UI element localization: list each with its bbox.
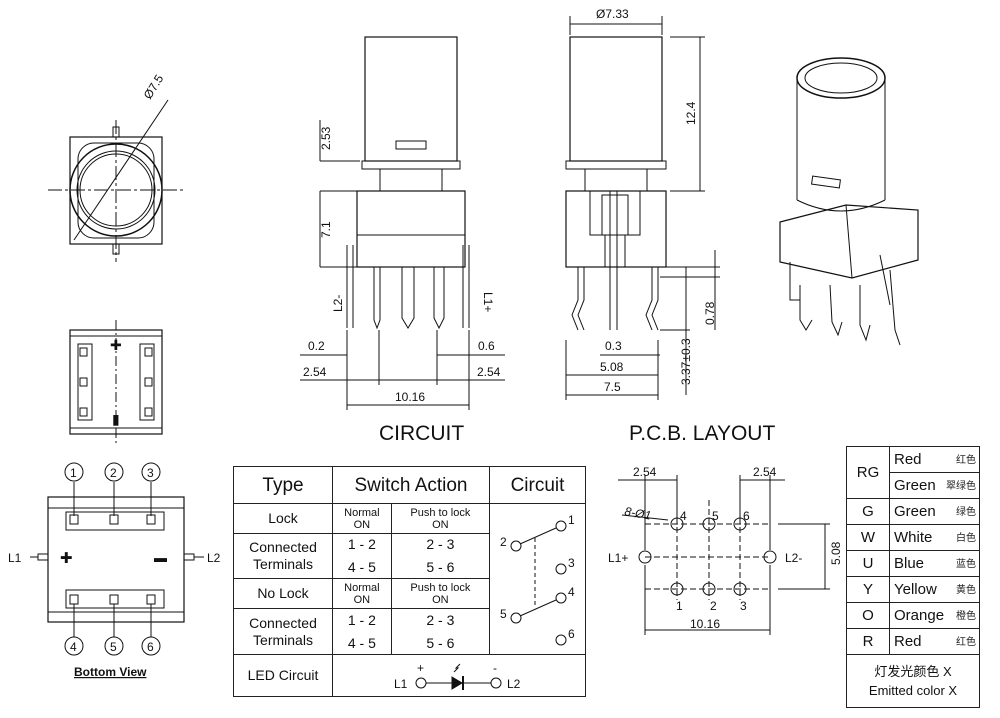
type-lock: Lock [233, 503, 333, 534]
color-code-r: R [846, 628, 890, 655]
lock-normal: Normal ON [332, 503, 392, 534]
circuit-title: CIRCUIT [379, 422, 464, 445]
dim-253: 2.53 [319, 126, 333, 150]
pcb-pin-3: 3 [740, 599, 747, 613]
type-nolock: No Lock [233, 578, 333, 609]
pcb-title: P.C.B. LAYOUT [629, 422, 775, 445]
bv-pin-2: 2 [110, 466, 117, 480]
footer-en: Emitted color X [868, 683, 958, 698]
led-circuit-label: LED Circuit [233, 654, 333, 697]
dim-l2m: L2- [331, 295, 345, 312]
bv-l2: L2 [207, 551, 221, 565]
color-code-w: W [846, 524, 890, 551]
plan-plus: ✚ [110, 337, 122, 353]
nolock-normal: Normal ON [332, 578, 392, 609]
dim-508: 5.08 [600, 360, 624, 374]
pcb-pin-5: 5 [712, 509, 719, 523]
header-circuit: Circuit [489, 466, 586, 504]
dim-71: 7.1 [319, 221, 333, 238]
top-view: Ø7.5 [48, 72, 184, 262]
bottom-plus: ✚ [60, 550, 73, 567]
pcb-pin-6: 6 [743, 509, 750, 523]
dim-02: 0.2 [308, 339, 325, 353]
pcb-508: 5.08 [829, 541, 843, 565]
color-name-w: White 白色 [889, 524, 980, 551]
pcb-8d1: 8-Ø1 [623, 504, 652, 522]
color-name-rg-red: Red 红色 [889, 446, 980, 473]
pcb-254a: 2.54 [633, 465, 657, 479]
header-type: Type [233, 466, 333, 504]
footer-cn: 灯发光颜色 X [874, 664, 952, 679]
pcb-l1: L1+ [608, 551, 628, 565]
pcb-pin-1: 1 [676, 599, 683, 613]
color-name-u: Blue 蓝色 [889, 550, 980, 577]
circuit-cell [489, 503, 586, 655]
emitted-color-footer: 灯发光颜色 X Emitted color X [846, 654, 980, 708]
side-view-front [300, 36, 505, 410]
dim-254b: 2.54 [477, 365, 501, 379]
bv-pin-6: 6 [147, 640, 154, 654]
dim-06: 0.6 [478, 339, 495, 353]
color-name-y: Yellow 黄色 [889, 576, 980, 603]
pcb-1016: 10.16 [690, 617, 720, 631]
color-name-o: Orange 橙色 [889, 602, 980, 629]
color-code-rg: RG [846, 446, 890, 499]
dim-337: 3.37±0.3 [679, 338, 693, 385]
emitted-color-table: RG Red 红色 Green 翠绿色 G Green 绿色 W White 白… [846, 446, 980, 708]
plan-minus: ▮ [112, 411, 120, 427]
color-name-r: Red 红色 [889, 628, 980, 655]
pcb-pin-2: 2 [710, 599, 717, 613]
lock-push: Push to lock ON [390, 503, 491, 534]
dim-75: 7.5 [604, 380, 621, 394]
dim-d75: Ø7.5 [141, 72, 167, 102]
side-view-section [565, 16, 720, 400]
bottom-view [30, 462, 204, 656]
color-code-u: U [846, 550, 890, 577]
dim-1016: 10.16 [395, 390, 425, 404]
isometric-view [779, 57, 919, 346]
color-code-o: O [846, 602, 890, 629]
pcb-layout [618, 475, 830, 635]
bv-pin-4: 4 [70, 640, 77, 654]
bv-l1: L1 [8, 551, 22, 565]
connected-terminals-1: Connected Terminals [233, 533, 333, 579]
pcb-pin-4: 4 [680, 509, 687, 523]
dim-254a: 2.54 [303, 365, 327, 379]
bottom-minus: ▬ [154, 550, 167, 565]
header-switch-action: Switch Action [332, 466, 490, 504]
bv-pin-1: 1 [70, 466, 77, 480]
connected-terminals-2: Connected Terminals [233, 608, 333, 655]
switch-action-table: Type Switch Action Circuit Lock Normal O… [233, 466, 586, 697]
nolock-push: Push to lock ON [390, 578, 491, 609]
dim-03: 0.3 [605, 339, 622, 353]
bv-pin-3: 3 [147, 466, 154, 480]
dim-l1p: L1+ [481, 292, 495, 312]
led-circuit-cell [332, 654, 586, 697]
plan-view [69, 320, 163, 446]
dim-124: 12.4 [684, 101, 698, 125]
bv-pin-5: 5 [110, 640, 117, 654]
color-name-g: Green 绿色 [889, 498, 980, 525]
dim-d733: Ø7.33 [596, 7, 629, 21]
color-code-g: G [846, 498, 890, 525]
color-name-rg-green: Green 翠绿色 [889, 472, 980, 499]
bottom-view-label: Bottom View [74, 665, 147, 679]
pcb-254b: 2.54 [753, 465, 777, 479]
pcb-l2: L2- [785, 551, 802, 565]
dim-078: 0.78 [703, 301, 717, 325]
color-code-y: Y [846, 576, 890, 603]
